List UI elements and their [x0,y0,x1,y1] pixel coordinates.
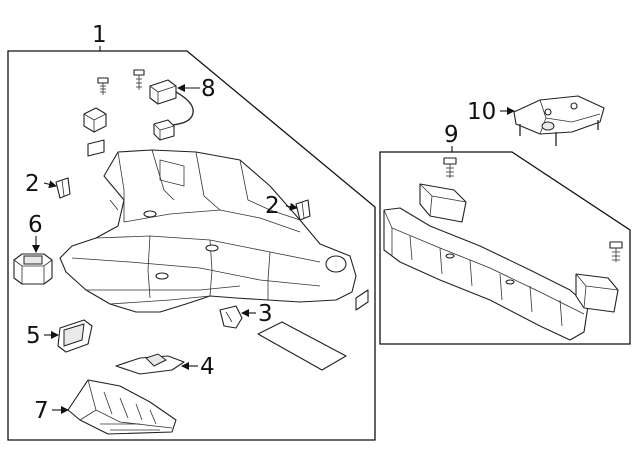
part-2-clip-left [55,177,71,199]
console-panel [59,149,357,313]
part-4-lens [115,353,185,375]
flat-mat [257,321,347,371]
callout-10: 10 [467,99,496,125]
pad-right [355,289,369,311]
part-8-harness [83,69,194,157]
callout-1: 1 [92,22,107,48]
callout-2b: 2 [265,193,280,219]
part-7-tray [67,379,177,435]
assembly-1-frame [7,50,376,441]
callout-2b-leader [285,202,298,211]
part-10-bracket [513,95,605,146]
assembly-9-frame [379,151,631,345]
callout-6: 6 [28,212,43,238]
part-9-reinforcement [383,207,589,341]
part-9-screw-right [609,241,623,262]
callout-9: 9 [444,122,459,148]
part-9-bracket-right [575,273,619,313]
callout-2a: 2 [25,171,40,197]
callout-7: 7 [34,398,49,424]
callout-3: 3 [258,301,273,327]
part-3-bracket [219,305,243,329]
callout-8: 8 [201,76,216,102]
part-2-clip-right [295,199,311,221]
callout-2a-leader [43,180,57,189]
part-6-lamp [13,253,53,285]
part-9-bracket-left [419,183,467,223]
callout-5: 5 [26,323,41,349]
part-5-switch [57,319,93,353]
callout-4: 4 [200,354,215,380]
part-9-screw-top [443,157,457,178]
